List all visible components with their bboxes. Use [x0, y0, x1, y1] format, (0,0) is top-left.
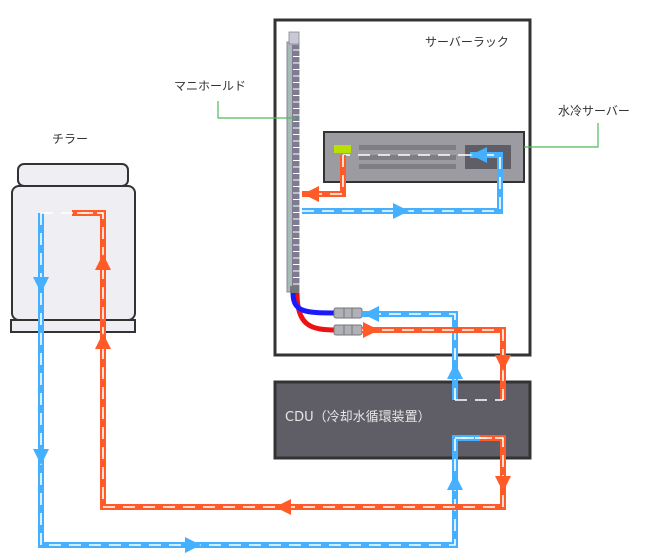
flow-arrow-up-icon	[447, 474, 463, 490]
manifold-label: マニホールド	[174, 79, 247, 93]
flow-arrow-down-icon	[495, 476, 511, 492]
chiller-base	[10, 319, 136, 333]
manifold-hose-cold	[290, 292, 336, 316]
water-cooled-server-label: 水冷サーバー	[558, 104, 630, 118]
chiller-top	[17, 163, 129, 187]
manifold-leader-line	[217, 101, 296, 119]
flow-arrow-down-icon	[495, 355, 511, 371]
flow-arrow-right-icon	[363, 322, 379, 338]
manifold	[286, 31, 302, 293]
manifold-hose-hot	[294, 292, 336, 333]
chiller-label: チラー	[52, 132, 89, 146]
server-rack	[273, 18, 532, 357]
server-slot	[359, 145, 456, 150]
flow-arrow-up-icon	[95, 333, 111, 349]
chiller	[10, 163, 136, 333]
flow-arrow-left-icon	[275, 499, 291, 515]
cdu	[273, 380, 532, 460]
server-rack-label: サーバーラック	[425, 35, 509, 49]
rack-hot-pipe	[362, 327, 506, 400]
flow-arrow-up-icon	[95, 254, 111, 270]
manifold-cap	[288, 31, 300, 45]
chiller-body	[11, 185, 136, 321]
flow-arrow-left-icon	[471, 147, 487, 163]
server-leader-line	[524, 123, 599, 148]
flow-arrow-left-icon	[363, 306, 379, 322]
server-slot	[359, 164, 456, 169]
cdu-label: CDU（冷却水循環装置）	[285, 410, 431, 425]
flow-arrow-down-icon	[33, 449, 49, 465]
flow-arrow-left-icon	[303, 186, 319, 202]
flow-arrow-down-icon	[33, 277, 49, 293]
manifold-bottom	[290, 286, 299, 293]
flow-arrow-right-icon	[185, 537, 201, 553]
coupler-hot	[333, 324, 363, 336]
flow-arrow-right-icon	[393, 203, 409, 219]
coupler-cold	[333, 307, 363, 319]
flow-arrow-up-icon	[447, 363, 463, 379]
server-status-led	[334, 145, 351, 153]
